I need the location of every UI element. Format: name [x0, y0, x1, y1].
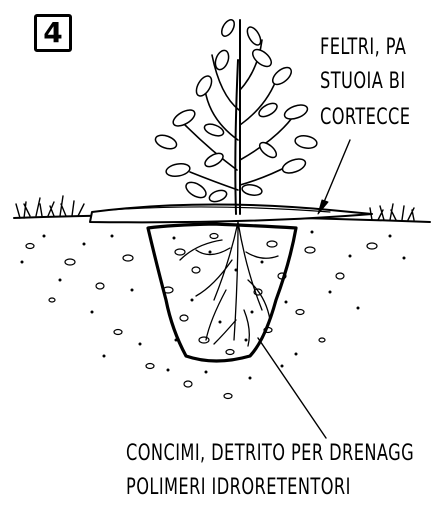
mulch-pointer-line — [323, 139, 351, 203]
fill-pointer-line — [257, 337, 327, 439]
tree-roots — [179, 221, 279, 347]
fill-label-line-1: CONCIMI, DETRITO PER DRENAGG — [126, 441, 415, 466]
mulch-label-line-3: CORTECCE — [320, 105, 411, 130]
grass-left — [15, 195, 85, 219]
fill-label-line-2: POLIMERI IDRORETENTORI — [126, 475, 351, 500]
mulch-layer — [89, 203, 373, 224]
tree-trunk — [234, 19, 242, 215]
planting-pit — [146, 222, 298, 363]
mulch-label-line-2: STUOIA BI — [320, 69, 406, 94]
step-number-badge: 4 — [34, 14, 72, 52]
soil-stones — [25, 232, 378, 400]
tree-leaves — [154, 19, 318, 203]
mulch-pointer-tip — [317, 199, 329, 215]
grass-right — [369, 203, 415, 221]
mulch-label-line-1: FELTRI, PA — [320, 35, 407, 60]
soil-dots — [20, 230, 406, 380]
